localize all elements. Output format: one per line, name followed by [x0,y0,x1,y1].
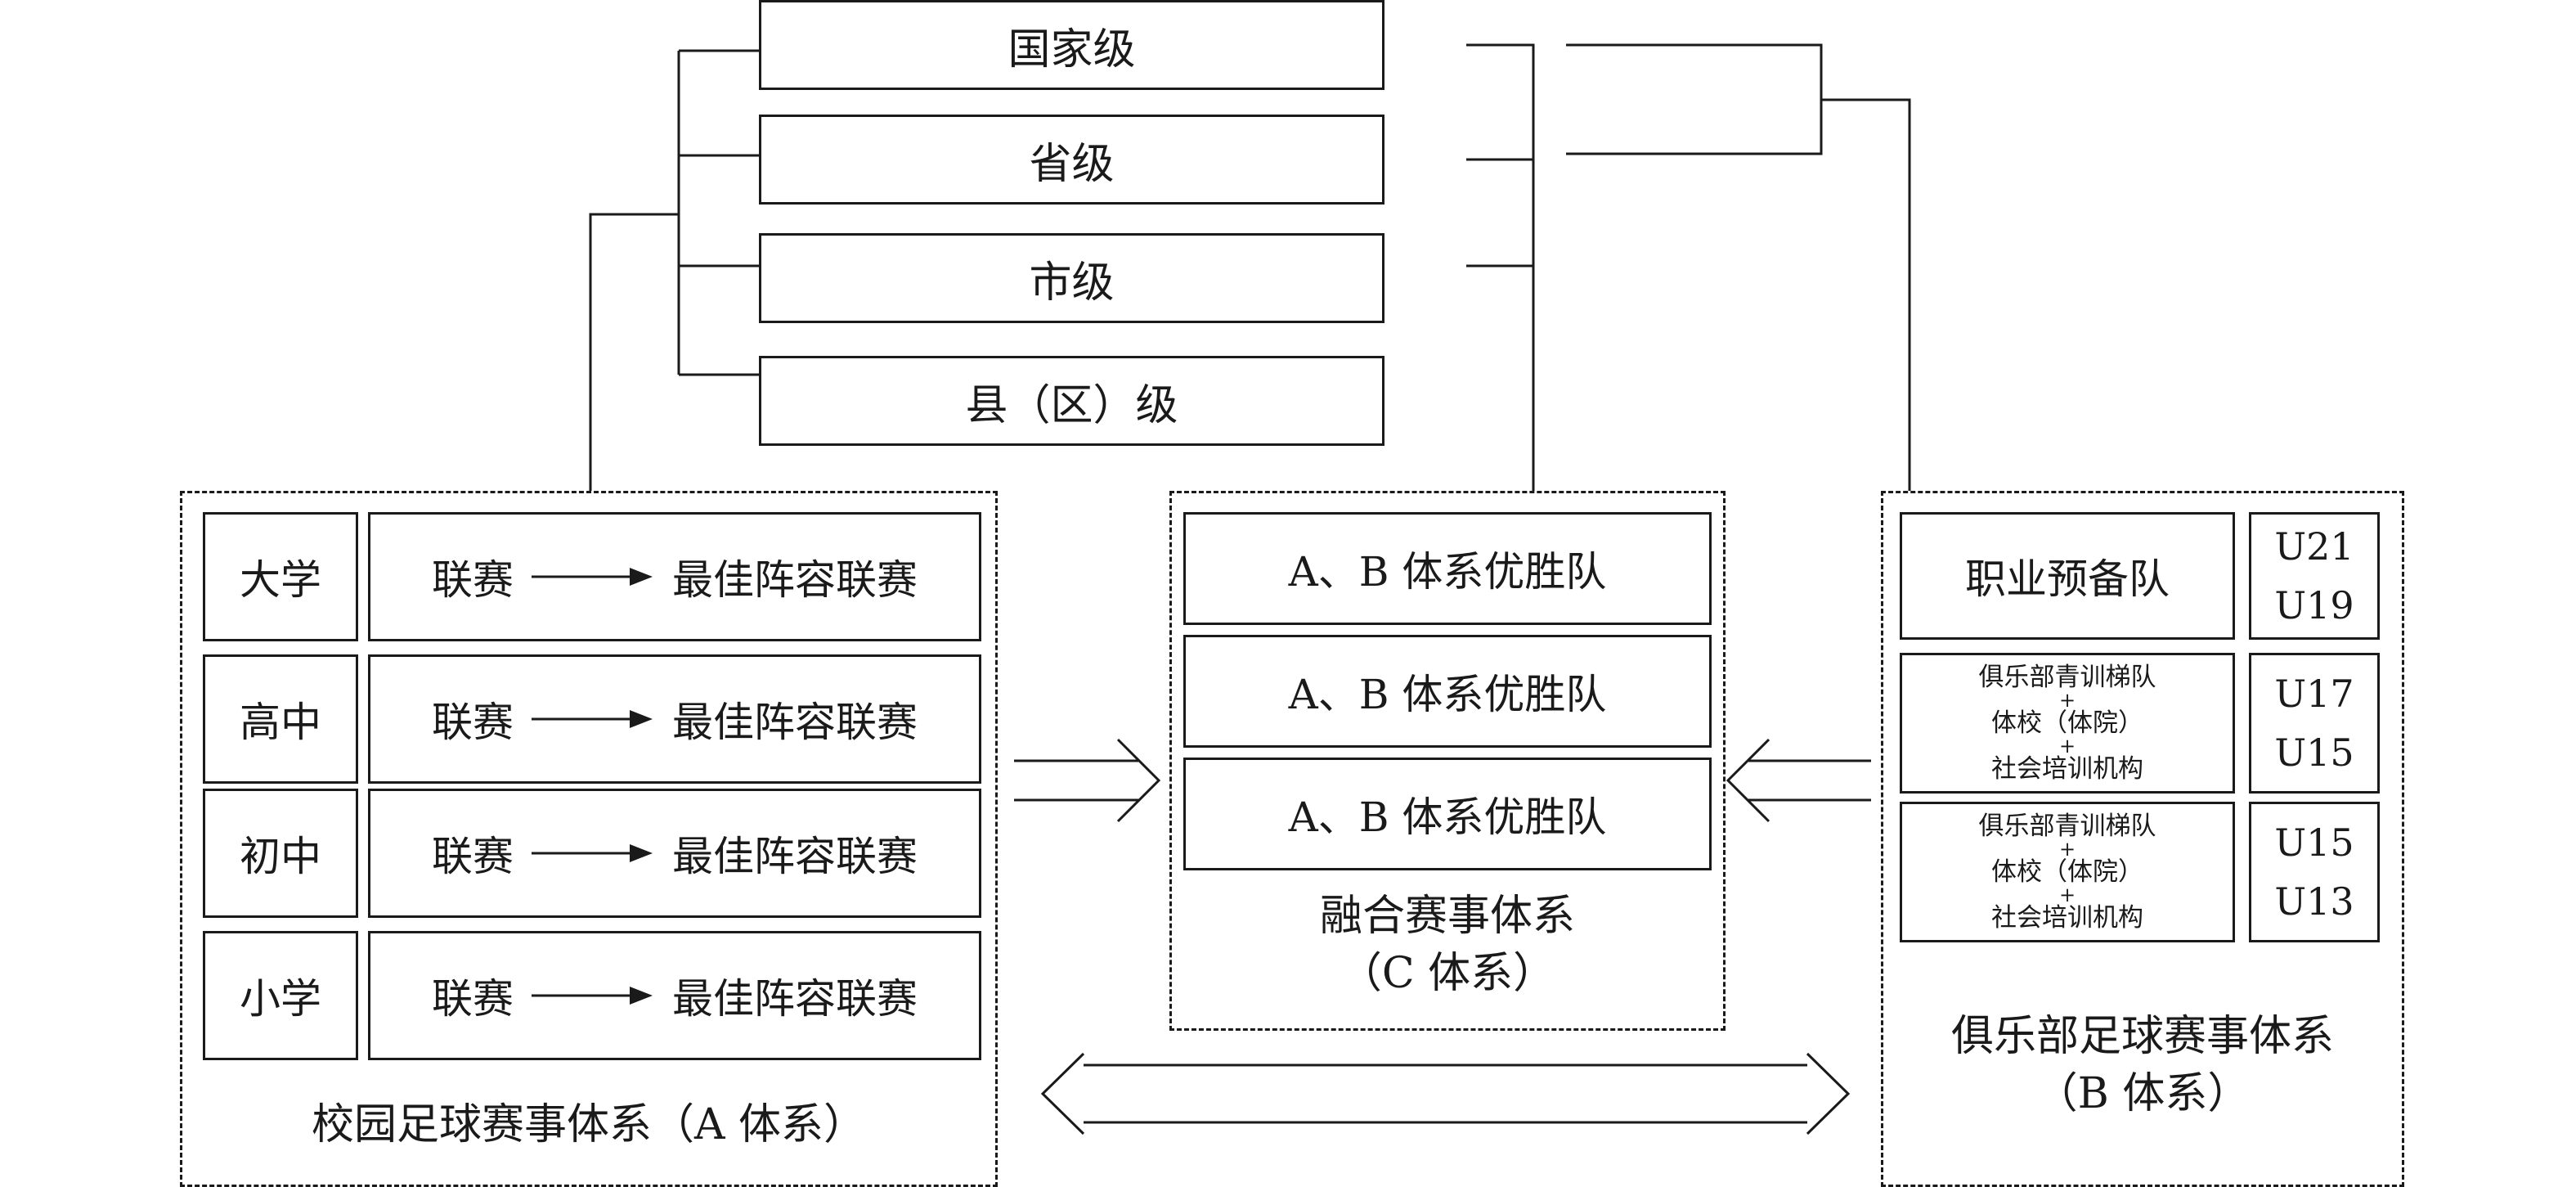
level-label: 省级 [1029,139,1115,189]
stage-middle-school: 初中 [203,789,358,918]
plus-sign: + [2058,838,2076,861]
system-a-group [180,491,998,1187]
pro-team-label: 职业预备队 [1965,555,2170,603]
system-c-caption-line2: （C 体系） [1339,949,1556,998]
system-a-caption: 校园足球赛事体系（A 体系） [311,1100,867,1149]
arrow-right-icon [532,844,653,862]
league-label: 联赛 [432,833,514,880]
stage-primary-school: 小学 [203,931,358,1060]
league-row-primary-school: 联赛 最佳阵容联赛 [368,931,981,1060]
league-row-high-school: 联赛 最佳阵容联赛 [368,654,981,784]
age-label: U15 [2274,821,2354,865]
system-c-caption-line1: 融合赛事体系 [1319,892,1575,941]
plus-sign: + [2058,689,2076,712]
winner-box-1: A、B 体系优胜队 [1183,512,1712,625]
best-league-label: 最佳阵容联赛 [672,833,918,880]
plus-sign: + [2058,884,2076,906]
winner-box-3: A、B 体系优胜队 [1183,758,1712,870]
arrow-right-icon [532,987,653,1005]
system-b-caption-line1: 俱乐部足球赛事体系 [1950,1012,2334,1061]
stage-label: 小学 [240,975,321,1023]
level-national: 国家级 [759,0,1384,90]
best-league-label: 最佳阵容联赛 [672,556,918,604]
system-b-caption: 俱乐部足球赛事体系 （B 体系） [1881,1008,2404,1122]
level-label: 市级 [1029,258,1115,308]
level-label: 县（区）级 [965,380,1178,430]
level-city: 市级 [759,233,1384,323]
stack-item: 社会培训机构 [1991,754,2143,784]
system-c-group [1169,491,1726,1031]
age-label: U15 [2274,731,2354,775]
stack-item: 俱乐部青训梯队 [1978,663,2156,692]
age-label: U17 [2274,672,2354,716]
stack-item: 体校（体院） [1991,857,2143,887]
system-b-caption-line2: （B 体系） [2035,1069,2251,1118]
age-label: U19 [2274,583,2354,627]
plus-sign: + [2058,735,2076,758]
stack-item: 体校（体院） [1991,708,2143,738]
arrow-right-icon [532,568,653,586]
best-league-label: 最佳阵容联赛 [672,975,918,1023]
stage-university: 大学 [203,512,358,641]
system-c-caption: 融合赛事体系 （C 体系） [1169,888,1726,1002]
age-groups-top: U21 U19 [2249,512,2380,640]
age-groups-bottom: U15 U13 [2249,802,2380,942]
training-stack-bottom: 俱乐部青训梯队 + 体校（体院） + 社会培训机构 [1900,802,2235,942]
age-groups-mid: U17 U15 [2249,653,2380,794]
winner-label: A、B 体系优胜队 [1288,548,1607,596]
arrow-right-icon [532,710,653,728]
system-b-group [1881,491,2404,1187]
level-provincial: 省级 [759,115,1384,205]
winner-box-2: A、B 体系优胜队 [1183,635,1712,748]
stage-label: 初中 [240,833,321,880]
winner-label: A、B 体系优胜队 [1288,794,1607,841]
training-stack-mid: 俱乐部青训梯队 + 体校（体院） + 社会培训机构 [1900,653,2235,794]
league-row-middle-school: 联赛 最佳阵容联赛 [368,789,981,918]
stage-high-school: 高中 [203,654,358,784]
pro-reserve-team: 职业预备队 [1900,512,2235,640]
age-label: U13 [2274,879,2354,924]
age-label: U21 [2274,524,2354,569]
winner-label: A、B 体系优胜队 [1288,671,1607,718]
stack-item: 俱乐部青训梯队 [1978,812,2156,841]
league-label: 联赛 [432,556,514,604]
league-label: 联赛 [432,975,514,1023]
stack-item: 社会培训机构 [1991,903,2143,933]
stage-label: 高中 [240,699,321,746]
level-label: 国家级 [1008,25,1136,74]
league-row-university: 联赛 最佳阵容联赛 [368,512,981,641]
best-league-label: 最佳阵容联赛 [672,699,918,746]
stage-label: 大学 [240,556,321,604]
league-label: 联赛 [432,699,514,746]
level-county: 县（区）级 [759,356,1384,446]
